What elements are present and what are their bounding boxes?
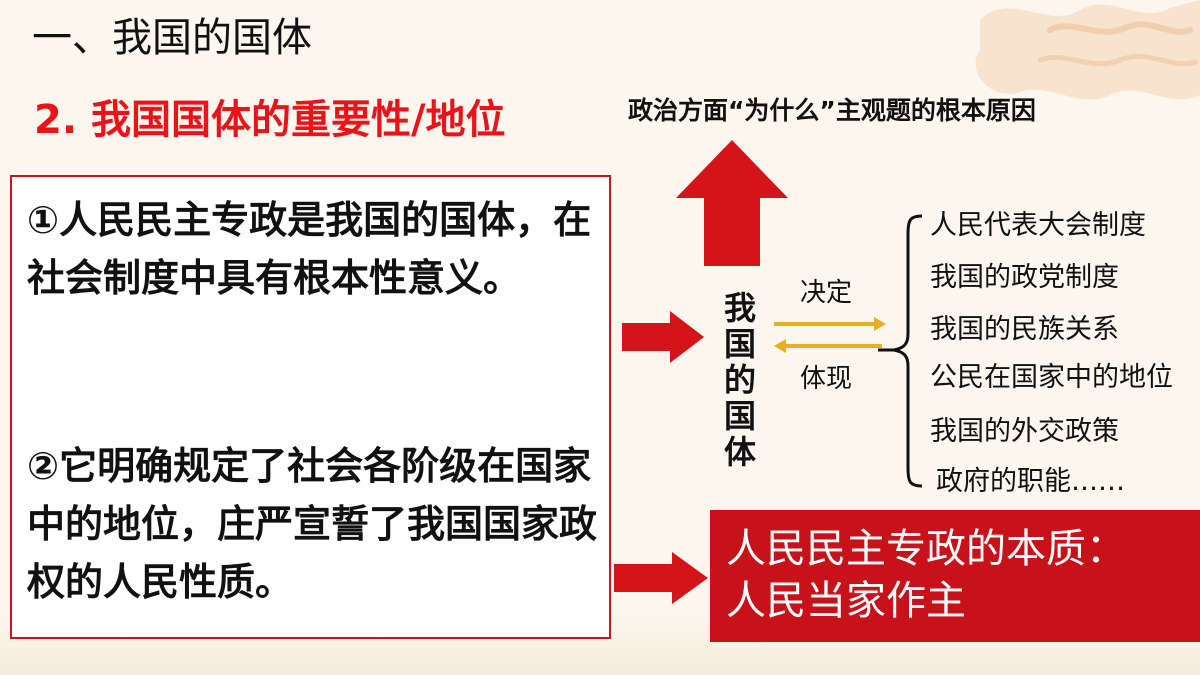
right-arrow-icon	[622, 311, 704, 363]
right-arrow-icon	[614, 552, 708, 604]
slide-subtitle: 2. 我国国体的重要性/地位	[34, 97, 506, 143]
importance-point-2: ②它明确规定了社会各阶级在国家中的地位，庄严宣誓了我国国家政权的人民性质。	[27, 444, 598, 604]
importance-point-1: ①人民民主专政是我国的国体，在社会制度中具有根本性意义。	[27, 198, 592, 300]
national-system-vertical-label: 我 国 的 国 体	[718, 290, 762, 470]
background-cloud-decoration	[975, 0, 1200, 100]
bidirectional-arrows-icon	[774, 317, 886, 353]
label-decide: 决定	[800, 278, 853, 308]
up-arrow-icon	[676, 140, 788, 266]
essence-box: 人民民主专政的本质： 人民当家作主	[710, 510, 1200, 642]
essence-line-2: 人民当家作主	[726, 578, 966, 624]
vertical-char: 体	[723, 433, 756, 471]
list-item: 人民代表大会制度	[930, 210, 1146, 241]
list-item: 政府的职能……	[936, 466, 1125, 497]
vertical-char: 的	[723, 361, 756, 399]
slide-title: 一、我国的国体	[32, 15, 312, 61]
vertical-char: 我	[723, 289, 756, 327]
vertical-char: 国	[723, 325, 756, 363]
importance-box: ①人民民主专政是我国的国体，在社会制度中具有根本性意义。 ②它明确规定了社会各阶…	[10, 175, 611, 639]
vertical-char: 国	[723, 397, 756, 435]
list-item: 我国的外交政策	[930, 416, 1119, 447]
top-caption: 政治方面“为什么”主观题的根本原因	[628, 96, 1036, 125]
list-item: 我国的政党制度	[930, 262, 1119, 293]
label-show: 体现	[800, 364, 853, 394]
essence-line-1: 人民民主专政的本质：	[726, 526, 1126, 572]
list-item: 公民在国家中的地位	[930, 362, 1173, 393]
list-item: 我国的民族关系	[930, 314, 1119, 345]
brace-icon	[878, 214, 923, 488]
